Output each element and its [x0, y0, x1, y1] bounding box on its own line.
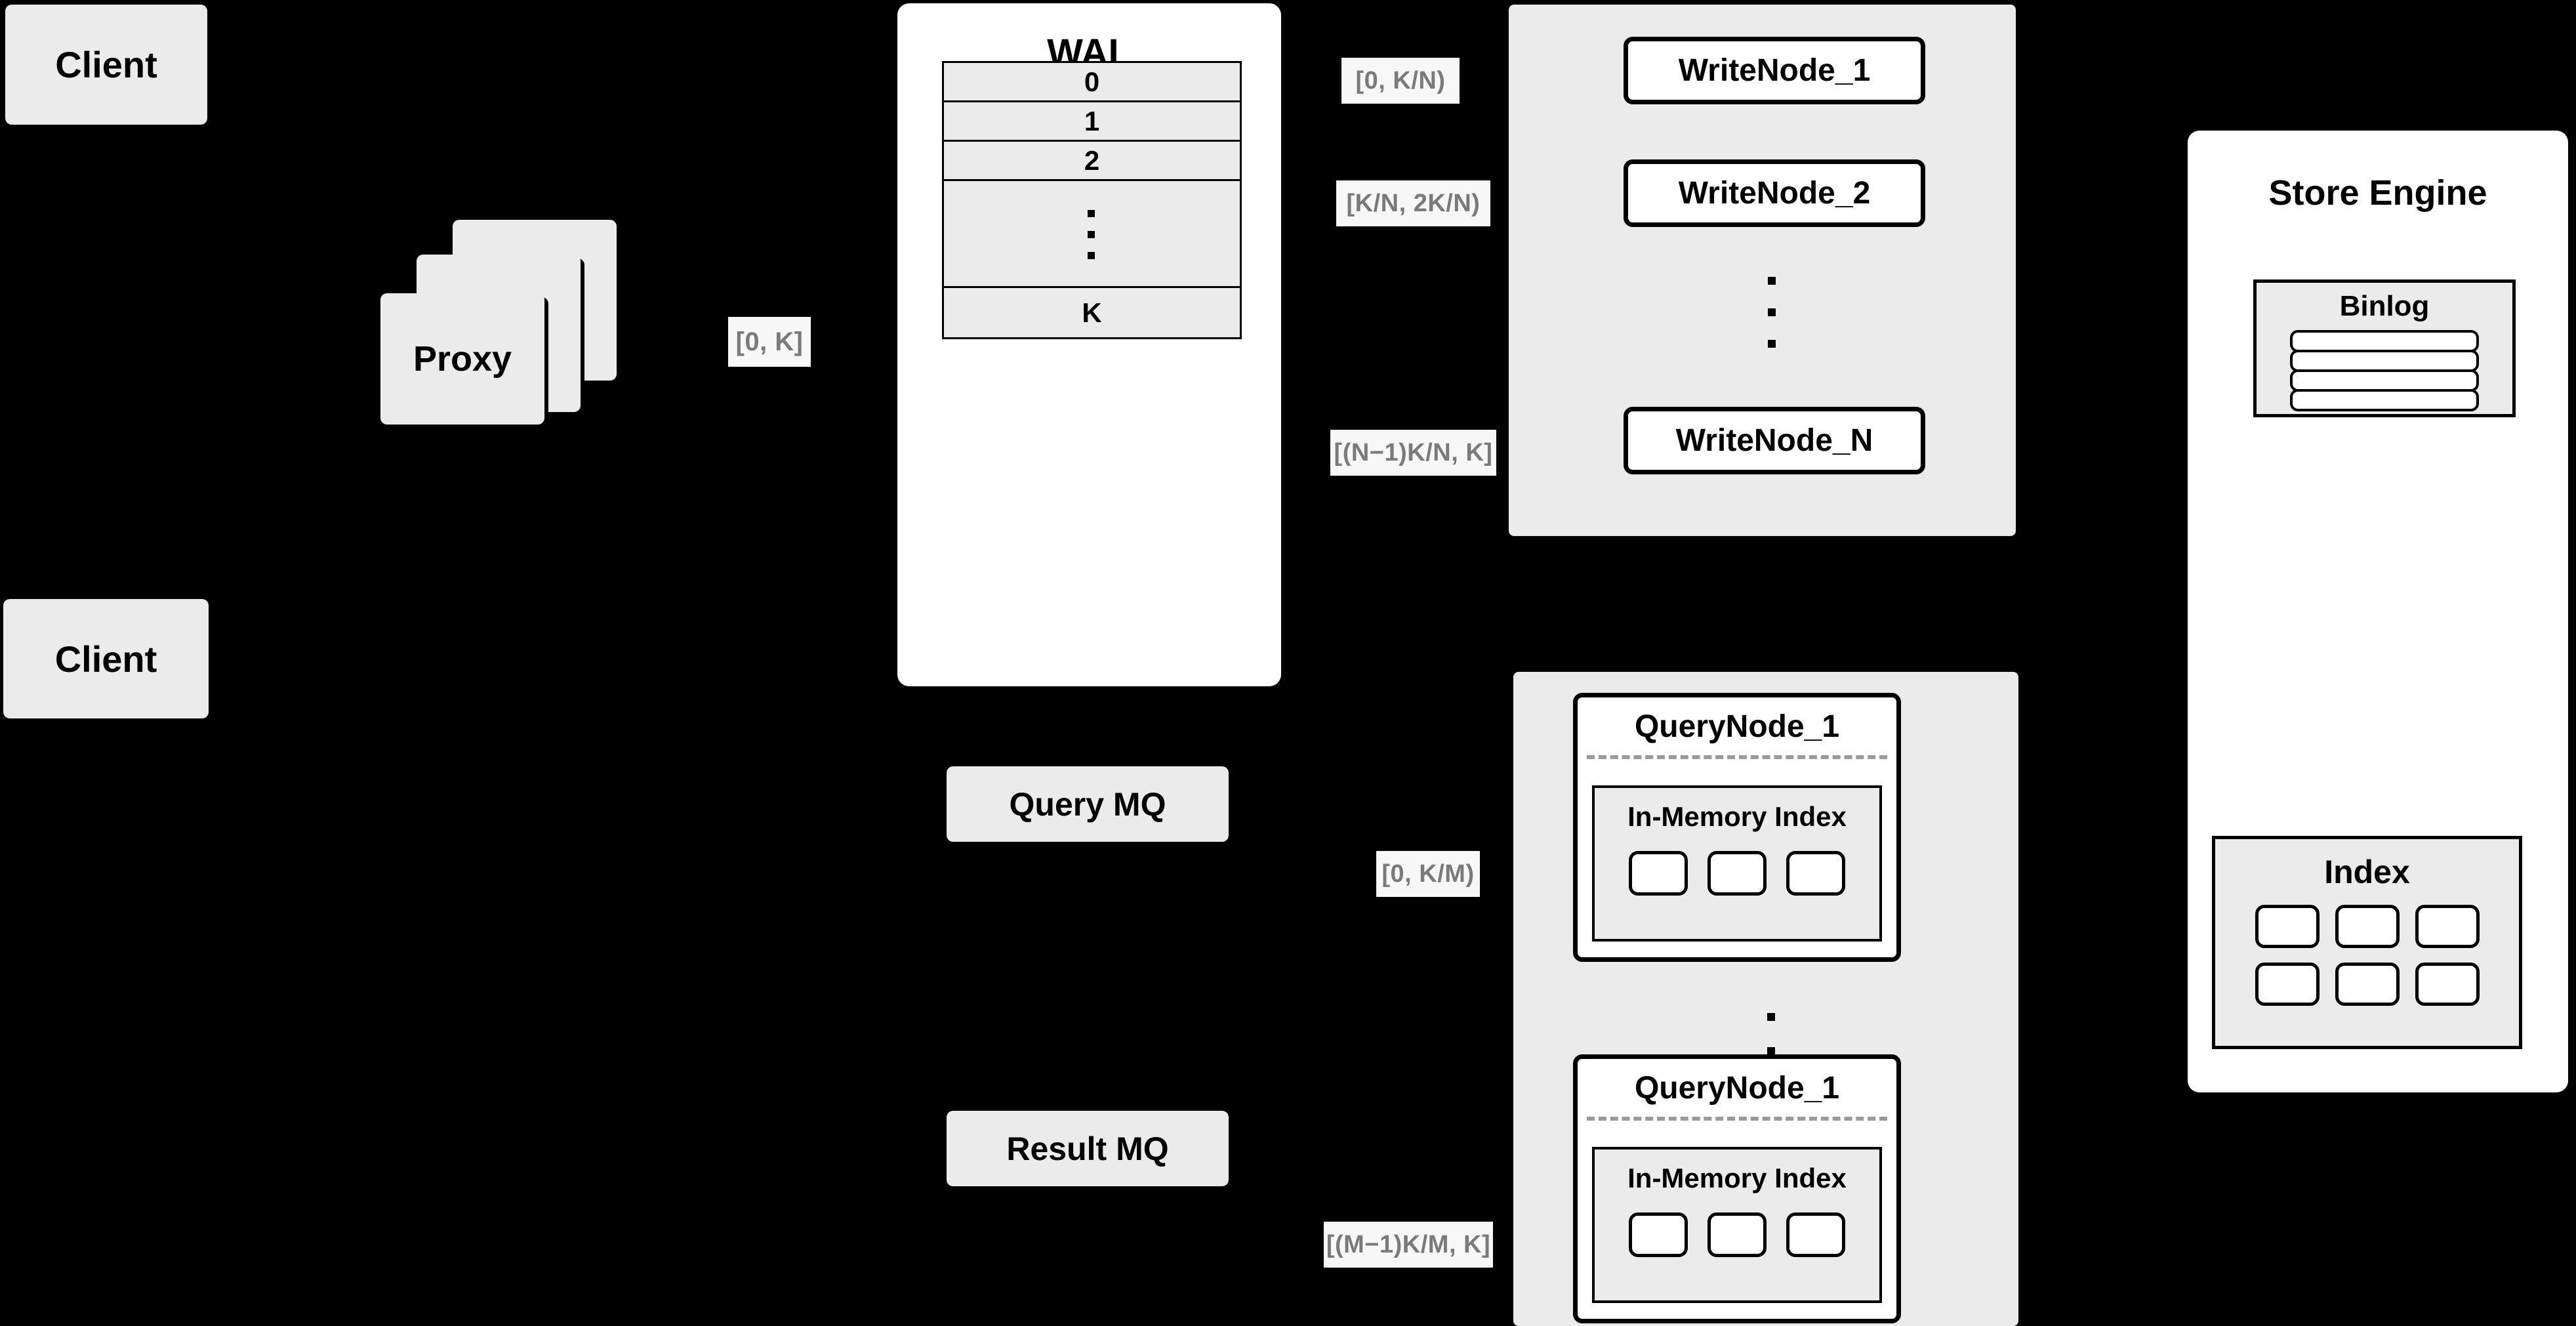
wal-ellipsis-dot-2 [1088, 231, 1095, 238]
store-engine-title: Store Engine [2268, 173, 2487, 213]
index-segment[interactable] [1707, 1212, 1767, 1257]
write-node-n-label: WriteNode_N [1675, 423, 1873, 458]
write-node-ellipsis [1768, 277, 1781, 356]
result-mq-box[interactable]: Result MQ [947, 1111, 1229, 1186]
proxy-card-front[interactable]: Proxy [380, 293, 544, 425]
client-label-1: Client [55, 44, 157, 85]
edge-label-mq-to-querynode-m: [(M−1)K/M, K] [1324, 1222, 1493, 1268]
query-node-1-title: QueryNode_1 [1634, 709, 1840, 744]
client-label-2: Client [54, 638, 157, 680]
binlog-row [2290, 369, 2479, 392]
index-segment[interactable] [1786, 851, 1845, 896]
write-ellipsis-dot-1 [1768, 277, 1776, 285]
edge-label-mq-to-querynode-1: [0, K/M) [1376, 851, 1480, 897]
write-node-n[interactable]: WriteNode_N [1624, 407, 1925, 474]
binlog-row [2290, 350, 2479, 372]
query-ellipsis-dot-1 [1767, 1013, 1775, 1021]
write-node-1-label: WriteNode_1 [1678, 53, 1871, 88]
write-node-cluster: WriteNode_1 WriteNode_2 WriteNode_N [1509, 5, 2016, 536]
index-segment[interactable] [1629, 1212, 1688, 1257]
index-cell[interactable] [2415, 963, 2480, 1006]
index-segment[interactable] [1629, 851, 1688, 896]
binlog-box: Binlog [2253, 280, 2516, 417]
edge-label-wal-to-writenode-2: [K/N, 2K/N) [1336, 180, 1490, 226]
query-ellipsis-dot-2 [1767, 1047, 1775, 1055]
index-cell[interactable] [2415, 905, 2480, 948]
in-memory-index-m-title: In-Memory Index [1627, 1163, 1847, 1193]
in-memory-index-1-title: In-Memory Index [1627, 801, 1847, 832]
wal-entry-table: 0 1 2 K [942, 61, 1242, 339]
query-mq-box[interactable]: Query MQ [947, 766, 1229, 842]
wal-panel: WAL 0 1 2 K [897, 3, 1281, 686]
client-box-1[interactable]: Client [5, 5, 207, 125]
in-memory-index-1: In-Memory Index [1592, 785, 1882, 942]
proxy-stack[interactable]: Proxy [380, 220, 708, 430]
write-ellipsis-dot-3 [1768, 340, 1776, 348]
index-cell[interactable] [2255, 963, 2320, 1006]
write-node-1[interactable]: WriteNode_1 [1624, 37, 1925, 104]
query-mq-label: Query MQ [1009, 785, 1166, 823]
binlog-row [2290, 330, 2479, 352]
index-title: Index [2324, 854, 2410, 890]
in-memory-index-m: In-Memory Index [1592, 1147, 1882, 1303]
query-node-m-title: QueryNode_1 [1634, 1070, 1840, 1106]
index-segment[interactable] [1786, 1212, 1845, 1257]
result-mq-label: Result MQ [1006, 1130, 1169, 1167]
index-cell[interactable] [2335, 905, 2400, 948]
proxy-label: Proxy [413, 339, 512, 379]
index-segment[interactable] [1707, 851, 1767, 896]
index-box: Index [2212, 836, 2522, 1049]
wal-entry-1: 1 [942, 102, 1242, 142]
edge-label-wal-to-writenode-n: [(N−1)K/N, K] [1330, 430, 1496, 476]
edge-label-proxy-to-wal: [0, K] [728, 317, 811, 367]
wal-entry-2: 2 [942, 142, 1242, 181]
query-node-cluster: QueryNode_1 In-Memory Index QueryNode_1 … [1513, 672, 2018, 1326]
client-box-2[interactable]: Client [3, 599, 209, 718]
store-engine-panel: Store Engine Binlog Index [2188, 131, 2568, 1092]
query-node-1-divider [1587, 755, 1887, 759]
wal-entry-k: K [942, 288, 1242, 339]
binlog-row [2290, 389, 2479, 411]
query-node-m[interactable]: QueryNode_1 In-Memory Index [1573, 1054, 1901, 1323]
wal-entry-0: 0 [942, 61, 1242, 102]
binlog-title: Binlog [2339, 290, 2430, 322]
wal-entry-ellipsis [942, 181, 1242, 288]
edge-label-wal-to-writenode-1: [0, K/N) [1341, 58, 1460, 104]
write-node-2-label: WriteNode_2 [1678, 176, 1871, 211]
query-node-1[interactable]: QueryNode_1 In-Memory Index [1573, 693, 1901, 962]
query-node-m-divider [1587, 1117, 1887, 1121]
wal-ellipsis-dot-1 [1088, 210, 1095, 217]
index-cell[interactable] [2255, 905, 2320, 948]
wal-ellipsis-dot-3 [1088, 252, 1095, 259]
write-node-2[interactable]: WriteNode_2 [1624, 159, 1925, 227]
write-ellipsis-dot-2 [1768, 308, 1776, 316]
index-cell[interactable] [2335, 963, 2400, 1006]
